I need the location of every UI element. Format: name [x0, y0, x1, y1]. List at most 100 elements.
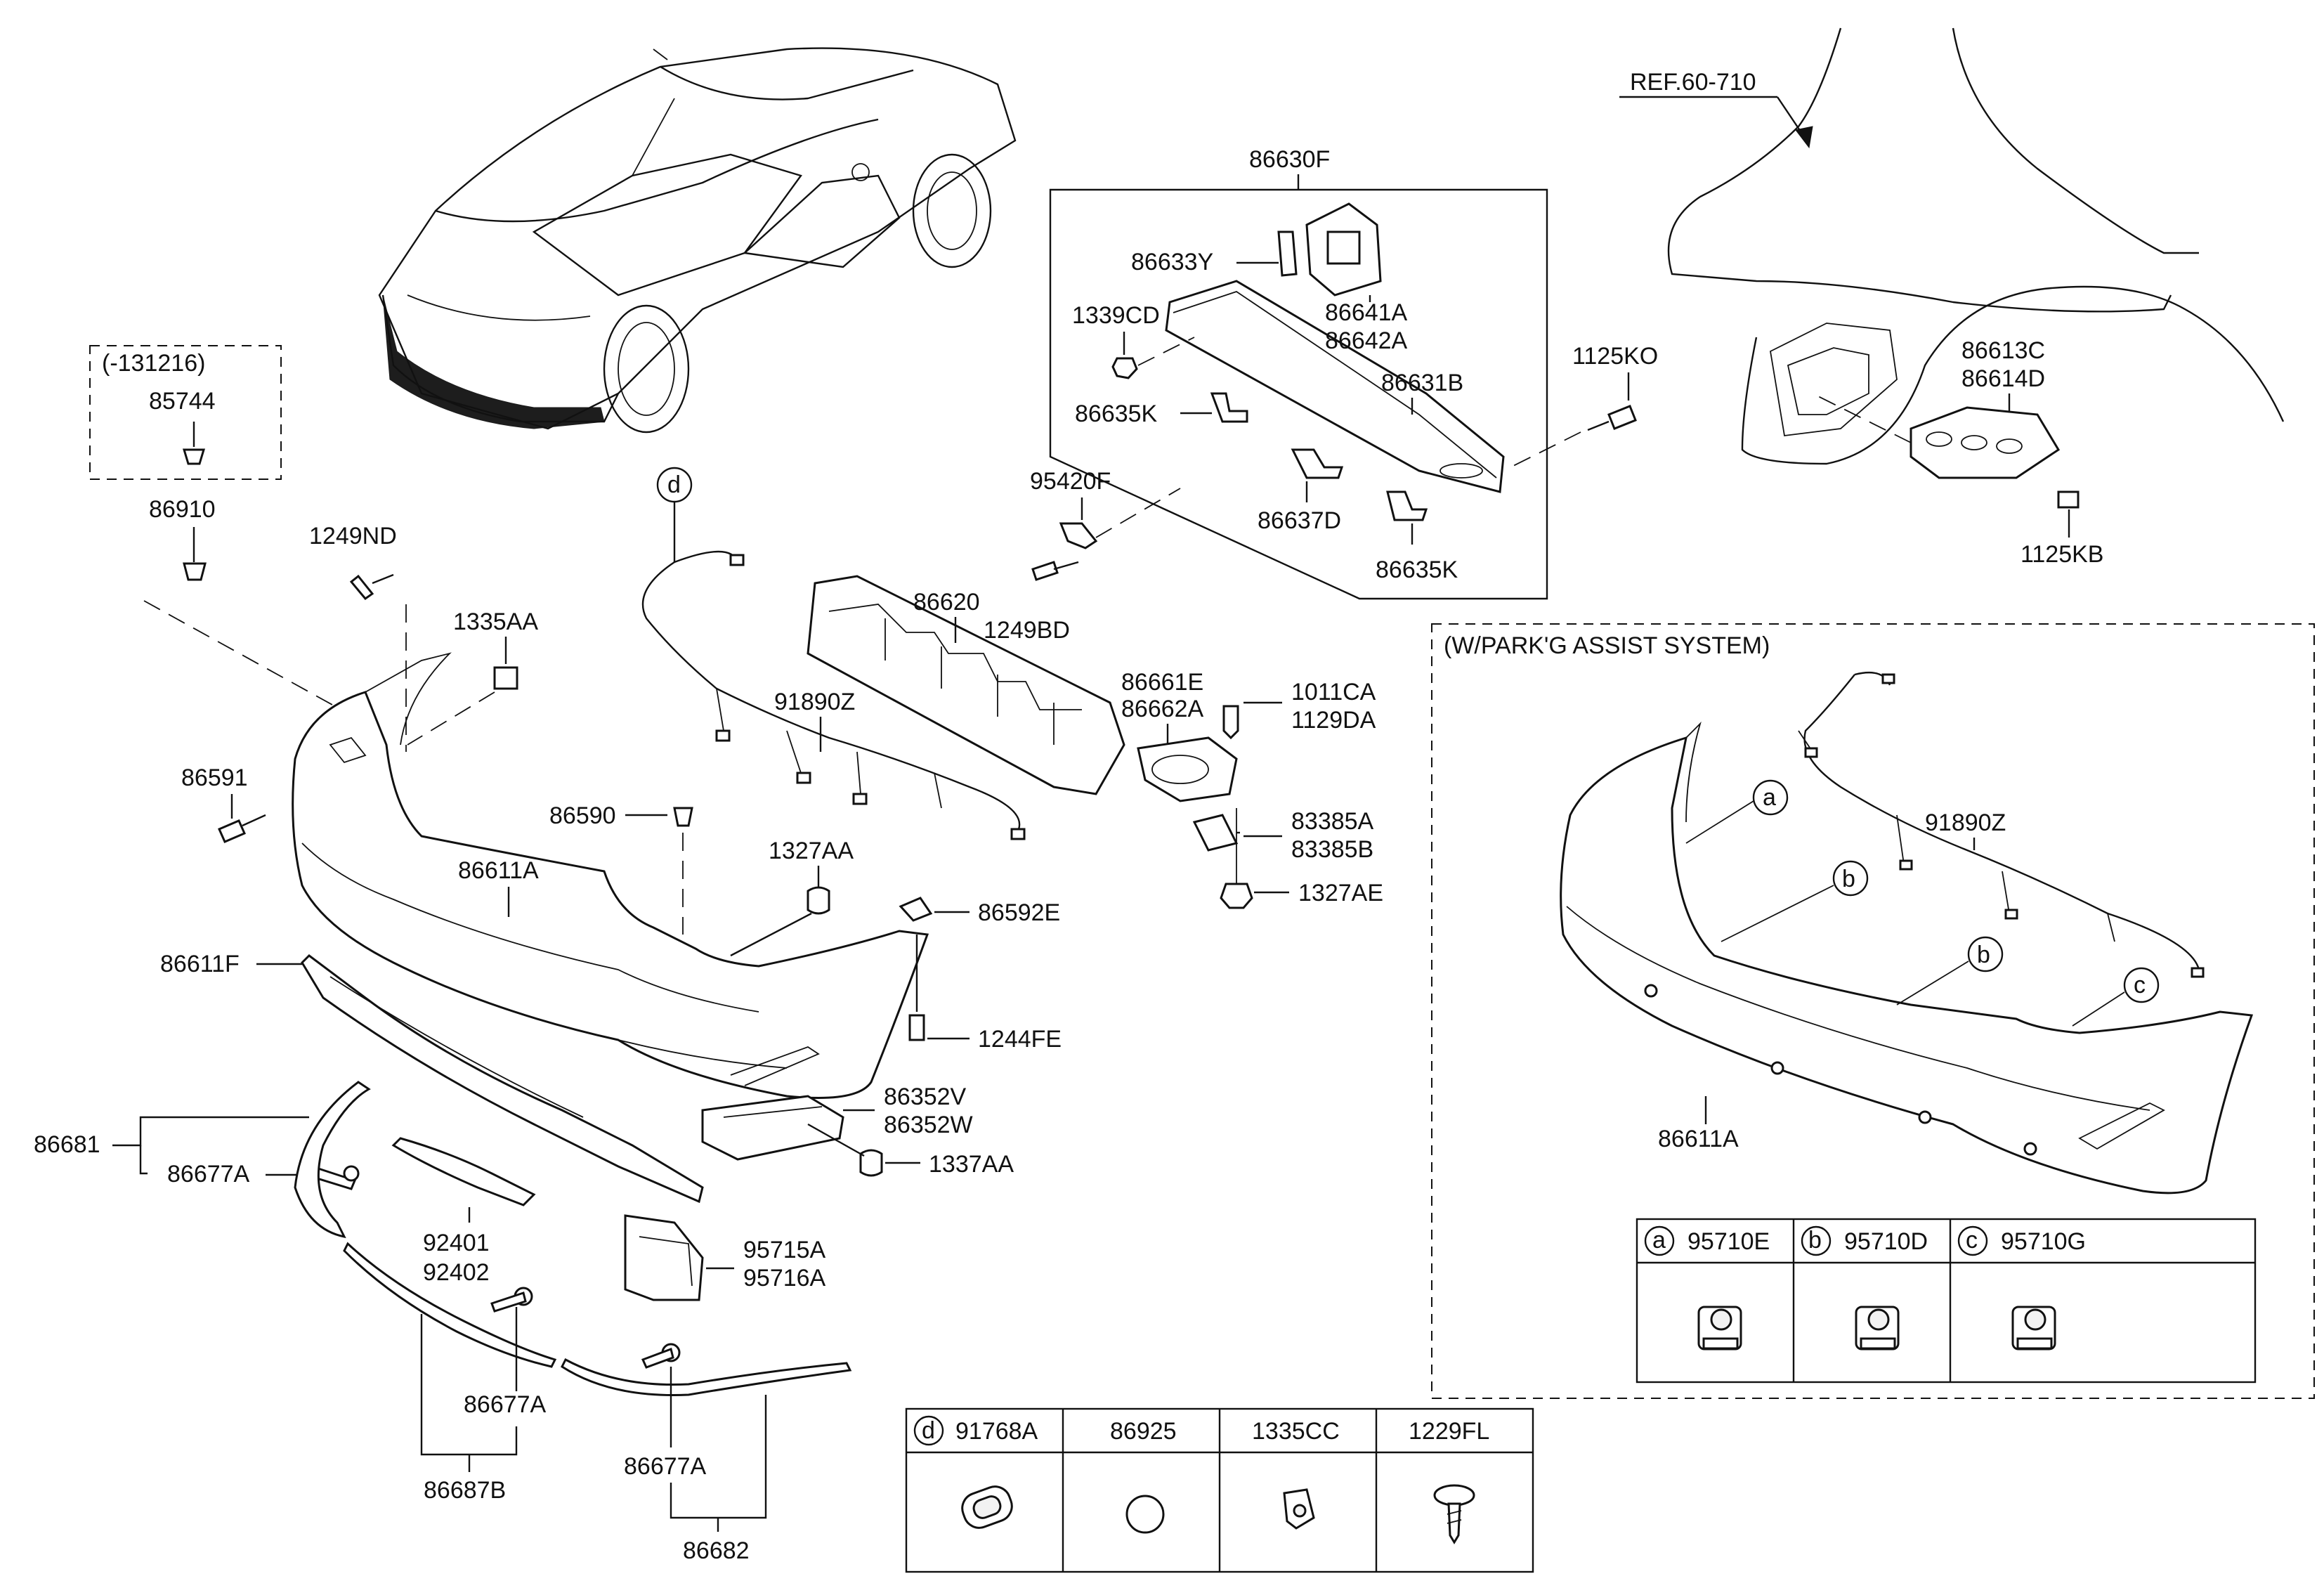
- label-91890Z-main: 91890Z: [774, 689, 855, 715]
- hardware-part-86925: 86925: [1110, 1418, 1177, 1445]
- label-86635K-2: 86635K: [1376, 557, 1458, 583]
- plate-86633Y: [1277, 230, 1298, 277]
- nut-1327AE: [1220, 883, 1253, 909]
- wiring-harness-91890Z-right: [1798, 671, 2205, 978]
- marker-a-right: [1752, 779, 1789, 816]
- label-83385A: 83385A: [1291, 808, 1374, 835]
- sensor-c-letter: c: [1966, 1227, 1978, 1254]
- clip-86910: [183, 562, 207, 581]
- bolt-1125KO: [1587, 405, 1637, 431]
- leader-86910: [143, 600, 380, 731]
- clip-85744: [182, 422, 206, 465]
- reflector-92401: [391, 1137, 536, 1206]
- label-86641A: 86641A: [1325, 299, 1408, 326]
- label-1339CD: 1339CD: [1072, 302, 1160, 329]
- label-95420F: 95420F: [1030, 468, 1111, 495]
- label-1244FE: 1244FE: [978, 1026, 1062, 1053]
- label-83385B: 83385B: [1291, 836, 1373, 863]
- molding-86682: [561, 1358, 852, 1396]
- bracket-95715A: [624, 1214, 704, 1301]
- reinforcement-group-box: [1049, 188, 1548, 600]
- bolt-1249BD: [1031, 561, 1059, 581]
- marker-d-main-letter: d: [667, 471, 681, 498]
- molding-86687B: [343, 1242, 557, 1368]
- grommet-icon: [961, 1485, 1013, 1529]
- hardware-cell-1229FL: 1229FL: [1409, 1418, 1489, 1544]
- wiring-harness-91890Z: [641, 550, 1026, 840]
- label-86613C: 86613C: [1961, 337, 2045, 364]
- label-1129DA: 1129DA: [1291, 707, 1376, 734]
- nut-1327AA: [807, 886, 830, 915]
- label-86677A-1: 86677A: [167, 1161, 250, 1187]
- bracket-86641A: [1305, 202, 1382, 297]
- clip-nut-icon: [1283, 1488, 1315, 1530]
- bolt-86677A-2: [490, 1287, 533, 1313]
- hardware-d-letter: d: [922, 1417, 935, 1444]
- bolt-86591: [218, 814, 266, 843]
- label-86352W: 86352W: [884, 1112, 973, 1138]
- label-86611A-main: 86611A: [458, 857, 539, 884]
- label-1125KB: 1125KB: [2021, 541, 2103, 568]
- sensor-cell-b: b 95710D: [1801, 1225, 1928, 1351]
- bracket-86681: [112, 1116, 309, 1147]
- label-86642A: 86642A: [1325, 327, 1408, 354]
- label-1337AA: 1337AA: [929, 1151, 1014, 1178]
- label-86633Y: 86633Y: [1131, 249, 1213, 275]
- hardware-part-1335CC: 1335CC: [1252, 1418, 1340, 1445]
- label-86635K-1: 86635K: [1075, 401, 1158, 427]
- label-86611F: 86611F: [160, 951, 240, 977]
- bracket-86635K-2: [1386, 490, 1428, 521]
- label-86631B: 86631B: [1381, 370, 1463, 396]
- hardware-cell-1335CC: 1335CC: [1252, 1418, 1340, 1530]
- label-95715A: 95715A: [743, 1237, 826, 1263]
- label-91890Z-right: 91890Z: [1925, 809, 2006, 836]
- marker-c-right: [2123, 967, 2160, 1003]
- bolt-1011CA: [1222, 705, 1239, 740]
- label-86637D: 86637D: [1258, 507, 1341, 534]
- parking-sensor-icon-c: [2011, 1306, 2056, 1351]
- label-86630F: 86630F: [1249, 146, 1330, 173]
- sensor-a-letter: a: [1652, 1227, 1666, 1254]
- screw-icon: [1433, 1484, 1475, 1544]
- label-95716A: 95716A: [743, 1265, 826, 1291]
- parking-sensor-icon-a: [1697, 1306, 1742, 1351]
- sensor-b-letter: b: [1808, 1227, 1822, 1254]
- label-1327AE: 1327AE: [1298, 880, 1383, 906]
- label-86620: 86620: [913, 589, 980, 616]
- bumper-cover-86611A: [292, 652, 929, 1099]
- quarter-panel: [1667, 27, 2285, 465]
- molding-86681: [294, 1081, 371, 1239]
- bumper-cover-86611A-right: [1560, 721, 2254, 1195]
- nut-1335AA: [493, 666, 518, 690]
- park-assist-box: [1431, 623, 2315, 1399]
- bracket-86352V: [701, 1095, 844, 1161]
- label-86677A-2: 86677A: [464, 1391, 547, 1418]
- marker-c-right-letter: c: [2134, 972, 2146, 998]
- label-86614D: 86614D: [1961, 365, 2045, 392]
- bracket-86661E: [1137, 736, 1238, 802]
- label-1249ND: 1249ND: [309, 523, 397, 549]
- label-86687B: 86687B: [424, 1477, 506, 1504]
- label-92401: 92401: [423, 1230, 490, 1256]
- label-86682: 86682: [683, 1537, 750, 1564]
- hardware-table: d 91768A 86925 1335CC 1229FL: [905, 1407, 1534, 1573]
- label-86661E: 86661E: [1121, 669, 1203, 696]
- ref-label: REF.60-710: [1630, 69, 1756, 96]
- label-86677A-3: 86677A: [624, 1453, 707, 1480]
- nut-1339CD: [1111, 357, 1138, 379]
- bolt-1244FE: [908, 1014, 925, 1041]
- absorber-86620: [807, 575, 1125, 795]
- label-1327AA: 1327AA: [769, 838, 854, 864]
- hardware-cell-91768A: d 91768A: [913, 1415, 1038, 1529]
- bolt-86677A-1: [311, 1165, 360, 1190]
- garnish-86611F: [301, 954, 704, 1204]
- hardware-cell-86925: 86925: [1110, 1418, 1177, 1534]
- bracket-95420F: [1059, 522, 1098, 549]
- label-86910: 86910: [149, 496, 216, 523]
- marker-a-right-letter: a: [1763, 784, 1776, 811]
- sensor-b-part: 95710D: [1844, 1228, 1928, 1255]
- sensor-cell-a: a 95710E: [1644, 1225, 1770, 1351]
- bracket-86637D: [1291, 448, 1344, 479]
- label-86662A: 86662A: [1121, 696, 1204, 722]
- label-1335AA: 1335AA: [453, 608, 538, 635]
